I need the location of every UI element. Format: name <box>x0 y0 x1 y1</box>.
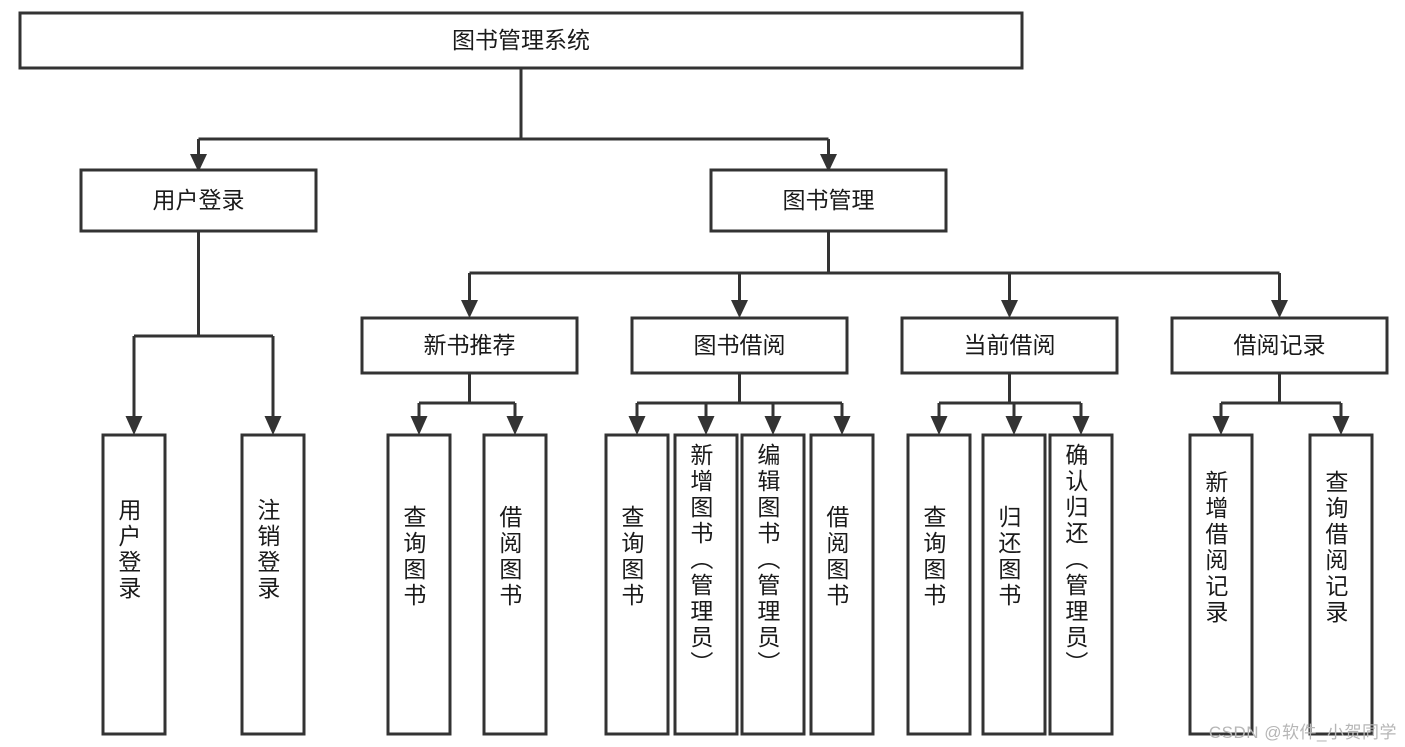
arrowhead-leaf-add-book <box>697 416 715 435</box>
arrowhead-leaf-user-login <box>125 416 143 435</box>
arrowhead-book-borrow <box>731 300 748 318</box>
arrowhead-leaf-borrow-book-2 <box>833 416 851 435</box>
node-leaf-query-book-1-box[interactable] <box>386 433 452 736</box>
connector-group <box>125 68 1350 435</box>
edge-newbook-trunk <box>417 373 517 418</box>
node-root-box[interactable] <box>18 11 1024 70</box>
arrowhead-leaf-borrow-book-1 <box>506 416 524 435</box>
edge-root-trunk <box>197 68 830 156</box>
node-book-management-label: 图书管理 <box>783 187 875 213</box>
node-root[interactable]: 图书管理系统 <box>18 11 1024 70</box>
node-user-login-box[interactable] <box>79 168 318 233</box>
node-current-borrow-label: 当前借阅 <box>964 332 1056 358</box>
arrowhead-current-borrow <box>1001 300 1018 318</box>
arrowhead-leaf-query-book-2 <box>628 416 646 435</box>
node-leaf-user-login-box[interactable] <box>101 433 167 736</box>
node-new-book-recommend[interactable]: 新书推荐 <box>360 316 579 375</box>
node-book-borrow[interactable]: 图书借阅 <box>630 316 849 375</box>
node-leaf-query-book-2-box[interactable] <box>604 433 670 736</box>
arrowhead-leaf-query-book-3 <box>930 416 948 435</box>
node-book-borrow-label: 图书借阅 <box>694 332 786 358</box>
node-leaf-borrow-book-2-box[interactable] <box>809 433 875 736</box>
node-book-management-box[interactable] <box>709 168 948 233</box>
csdn-watermark: CSDN @软件_小贺同学 <box>1208 723 1397 742</box>
node-book-management[interactable]: 图书管理 <box>709 168 948 233</box>
node-book-borrow-box[interactable] <box>630 316 849 375</box>
arrowhead-leaf-return-book <box>1005 416 1023 435</box>
arrowhead-book-management <box>820 154 837 172</box>
node-new-book-recommend-label: 新书推荐 <box>424 332 516 358</box>
node-new-book-recommend-box[interactable] <box>360 316 579 375</box>
node-current-borrow-box[interactable] <box>900 316 1119 375</box>
edge-userlogin-trunk <box>132 231 275 418</box>
node-user-login-label: 用户登录 <box>153 187 245 213</box>
edge-borrowrecord-trunk <box>1219 373 1343 418</box>
arrowhead-leaf-add-record <box>1212 416 1230 435</box>
leaf-box-group <box>101 433 1374 736</box>
edge-currentborrow-trunk <box>937 373 1083 418</box>
arrowhead-leaf-query-record <box>1332 416 1350 435</box>
arrowhead-new-book-recommend <box>461 300 478 318</box>
node-leaf-logout-box[interactable] <box>240 433 306 736</box>
node-root-label: 图书管理系统 <box>452 27 590 53</box>
node-leaf-return-book-box[interactable] <box>981 433 1047 736</box>
node-user-login[interactable]: 用户登录 <box>79 168 318 233</box>
arrowhead-user-login <box>190 154 207 172</box>
edge-bookmgmt-trunk <box>468 231 1281 302</box>
node-current-borrow[interactable]: 当前借阅 <box>900 316 1119 375</box>
node-borrow-record-box[interactable] <box>1170 316 1389 375</box>
node-borrow-record-label: 借阅记录 <box>1234 332 1326 358</box>
node-leaf-add-record-box[interactable] <box>1188 433 1254 736</box>
node-leaf-query-record-box[interactable] <box>1308 433 1374 736</box>
arrowhead-borrow-record <box>1271 300 1288 318</box>
arrowhead-leaf-edit-book <box>764 416 782 435</box>
node-borrow-record[interactable]: 借阅记录 <box>1170 316 1389 375</box>
node-leaf-confirm-return-box[interactable] <box>1048 433 1114 736</box>
arrowhead-leaf-logout <box>264 416 282 435</box>
node-leaf-query-book-3-box[interactable] <box>906 433 972 736</box>
edge-bookborrow-trunk <box>635 373 844 418</box>
node-leaf-add-book-box[interactable] <box>673 433 739 736</box>
arrowhead-leaf-query-book-1 <box>410 416 428 435</box>
node-leaf-borrow-book-1-box[interactable] <box>482 433 548 736</box>
arrowhead-leaf-confirm-return <box>1072 416 1090 435</box>
node-leaf-edit-book-box[interactable] <box>740 433 806 736</box>
